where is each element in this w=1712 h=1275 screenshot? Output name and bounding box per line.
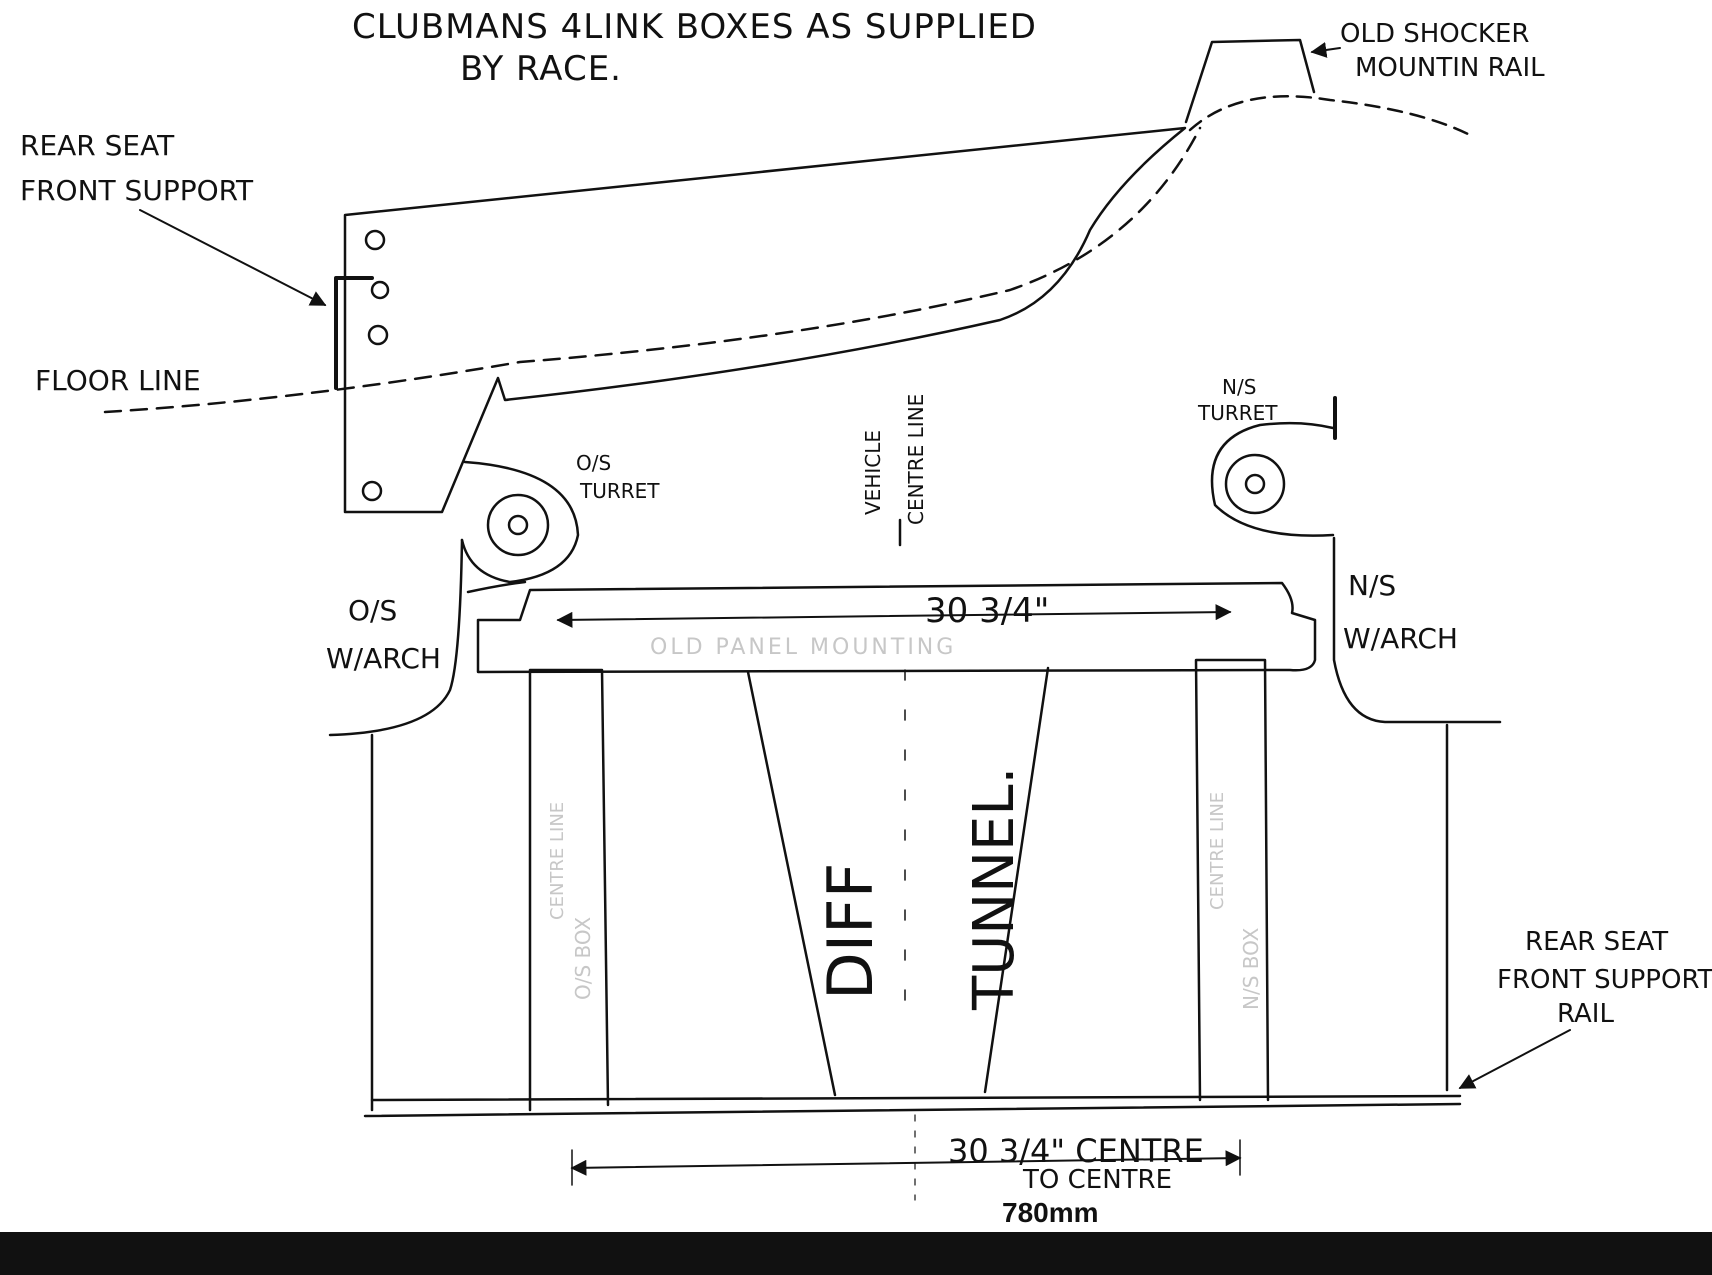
os-warch-label-1: O/S (348, 594, 397, 627)
rear-seat-rail-label-2: FRONT SUPPORT (1497, 965, 1712, 995)
shocker-mount-rail-dashed (1188, 95, 1472, 137)
ns-box-centre-line-label: CENTRE LINE (1207, 792, 1228, 910)
bottom-dimension-label-1: 30 3/4" CENTRE (948, 1132, 1204, 1170)
os-arch-flange (466, 580, 527, 594)
diff-tunnel-right-edge (983, 666, 1050, 1094)
ns-turret-outline (1210, 421, 1335, 537)
bracket-hole (364, 229, 386, 251)
os-turret-outer-ring (486, 493, 550, 557)
rear-seat-rail-label-3: RAIL (1557, 999, 1614, 1029)
rear-seat-rail-label-1: REAR SEAT (1525, 927, 1668, 957)
ns-link-box (1194, 658, 1270, 1102)
bottom-bar (0, 1232, 1712, 1275)
os-warch-label-2: W/ARCH (326, 642, 441, 675)
os-turret-outline (460, 460, 580, 584)
title-line-2: BY RACE. (460, 49, 622, 89)
diff-tunnel-left-edge (746, 670, 837, 1097)
bracket-hole (367, 324, 389, 346)
old-shocker-label-1: OLD SHOCKER (1340, 19, 1529, 49)
rear-seat-rail-leader (1458, 1029, 1571, 1089)
top-dimension-label: 30 3/4" (925, 591, 1049, 631)
old-panel-mounting-label: OLD PANEL MOUNTING (650, 635, 956, 660)
old-shocker-label-2: MOUNTIN RAIL (1355, 53, 1545, 83)
shocker-mount-bracket (1184, 38, 1316, 124)
vehicle-label: VEHICLE (861, 430, 885, 515)
os-box-label: O/S BOX (571, 917, 595, 1000)
rear-seat-front-support-label-2: FRONT SUPPORT (20, 174, 254, 207)
ns-turret-label-1: N/S (1222, 375, 1256, 399)
ns-box-label: N/S BOX (1239, 927, 1263, 1010)
front-support-plate (334, 276, 374, 390)
rear-seat-rail-bottom (363, 1102, 1462, 1118)
old-panel-rail (476, 581, 1317, 674)
ns-wheel-arch (1332, 536, 1502, 724)
ns-turret-outer-ring (1224, 453, 1286, 515)
title-line-1: CLUBMANS 4LINK BOXES AS SUPPLIED (352, 7, 1037, 47)
metric-dimension-label: 780mm (1002, 1197, 1099, 1228)
centre-line-label: CENTRE LINE (904, 394, 928, 525)
bracket-hole (361, 480, 383, 502)
bracket-hole (370, 280, 390, 300)
rear-seat-rail-top (370, 1094, 1462, 1102)
ns-warch-label-2: W/ARCH (1343, 622, 1458, 655)
os-turret-label-2: TURRET (579, 479, 660, 503)
diff-label: DIFF (814, 863, 887, 1000)
suspension-sketch: CLUBMANS 4LINK BOXES AS SUPPLIED BY RACE… (20, 7, 1712, 1228)
ns-warch-label-1: N/S (1348, 569, 1396, 602)
rear-seat-front-support-leader (139, 209, 327, 306)
bottom-dimension-label-2: TO CENTRE (1022, 1165, 1172, 1195)
bottom-dimension-arrow (570, 1150, 1242, 1176)
os-link-box (528, 668, 610, 1112)
ns-turret-label-2: TURRET (1197, 401, 1278, 425)
tunnel-label: TUNNEL. (962, 767, 1027, 1011)
old-shocker-leader (1310, 42, 1341, 58)
top-dimension-arrow (556, 604, 1232, 628)
os-wheel-arch (328, 538, 464, 737)
floor-line-label: FLOOR LINE (35, 364, 201, 397)
bracket-outline (343, 126, 1187, 514)
os-turret-inner-ring (507, 514, 529, 536)
os-box-centre-line-label: CENTRE LINE (547, 802, 568, 920)
floor-line-dashed (103, 126, 1202, 414)
os-turret-label-1: O/S (576, 451, 611, 475)
rear-seat-front-support-label-1: REAR SEAT (20, 129, 175, 162)
ns-turret-inner-ring (1244, 473, 1266, 495)
